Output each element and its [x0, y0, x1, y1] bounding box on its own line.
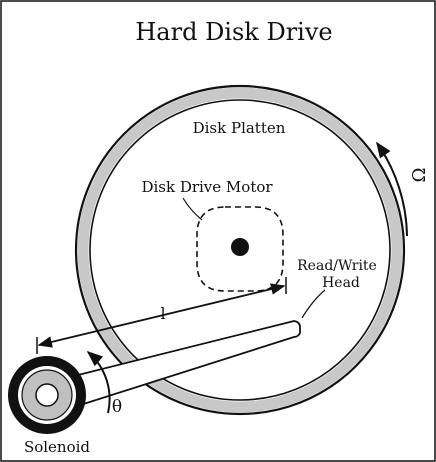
actuator-arm	[65, 320, 301, 408]
platter-inner-edge	[89, 99, 391, 401]
theta-label: θ	[112, 397, 122, 417]
platter-ring	[77, 87, 403, 413]
motor-leader-line	[182, 197, 203, 221]
platter-rotation-arrow	[376, 141, 408, 237]
arm-length-label: l	[160, 304, 165, 323]
platter-outer-edge	[74, 84, 406, 416]
diagram-title: Hard Disk Drive	[135, 18, 332, 46]
head-label-line1: Read/Write	[297, 258, 377, 274]
solenoid-label: Solenoid	[24, 438, 90, 456]
head-leader-line	[301, 289, 326, 319]
omega-label: Ω	[409, 168, 430, 183]
platter-label: Disk Platten	[193, 119, 286, 137]
solenoid-pivot	[35, 383, 59, 407]
arm-swing-arrow	[86, 350, 111, 414]
motor-label: Disk Drive Motor	[141, 178, 273, 196]
spindle	[231, 238, 249, 256]
motor-outline	[196, 206, 284, 292]
head-label-line2: Head	[322, 275, 360, 291]
arm-length-dimension	[37, 283, 286, 348]
